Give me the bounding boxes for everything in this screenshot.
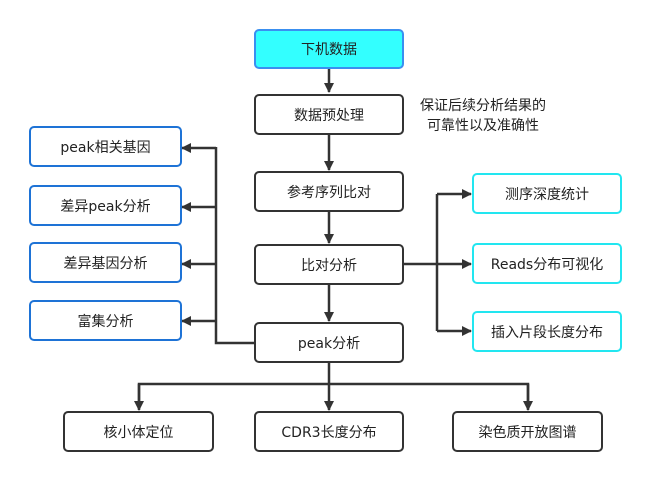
edge-bottom-bus [137,382,530,408]
node-label: peak相关基因 [60,139,151,156]
node-chromatin: 染色质开放图谱 [452,411,603,452]
node-label: 比对分析 [301,257,357,274]
node-depth-stats: 测序深度统计 [472,173,622,214]
node-diff-peak: 差异peak分析 [29,185,182,226]
node-reads-vis: Reads分布可视化 [472,243,622,284]
node-peak-analysis: peak分析 [254,322,404,363]
node-diff-gene: 差异基因分析 [29,242,182,283]
node-label: 测序深度统计 [505,186,589,203]
node-label: 插入片段长度分布 [491,324,603,341]
node-label: Reads分布可视化 [490,256,604,273]
edge-peak-left-trunk [214,147,254,345]
node-label: 数据预处理 [294,107,364,124]
node-insert-size: 插入片段长度分布 [472,311,622,352]
node-label: 参考序列比对 [287,184,371,201]
node-ref-align: 参考序列比对 [254,171,404,212]
note-line-1: 保证后续分析结果的 [420,98,546,114]
node-raw-data: 下机数据 [254,29,404,69]
node-enrichment: 富集分析 [29,300,182,341]
node-label: 下机数据 [301,42,357,58]
node-align-analysis: 比对分析 [254,244,404,285]
node-nucleosome: 核小体定位 [63,411,214,452]
node-label: 富集分析 [77,313,134,330]
node-label: 差异基因分析 [63,255,148,272]
node-cdr3: CDR3长度分布 [254,411,404,452]
note-line-2: 可靠性以及准确性 [427,118,539,134]
node-peak-genes: peak相关基因 [29,126,182,167]
node-label: 染色质开放图谱 [478,424,577,441]
node-label: 核小体定位 [103,424,174,441]
node-label: CDR3长度分布 [281,424,377,441]
node-label: 差异peak分析 [60,198,151,215]
node-preprocess: 数据预处理 [254,94,404,135]
preprocess-note: 保证后续分析结果的 可靠性以及准确性 [408,96,558,136]
node-label: peak分析 [297,335,361,352]
